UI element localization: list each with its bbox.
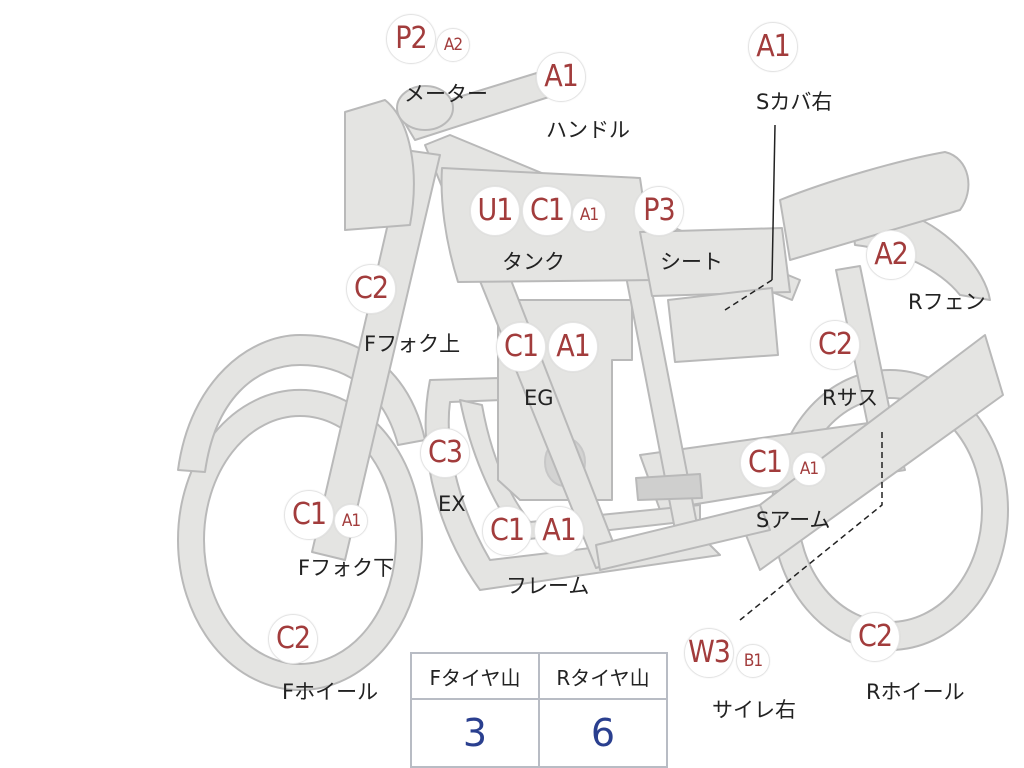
frame-lower-shape — [595, 504, 771, 571]
meter-shape — [396, 85, 454, 131]
front-tire-value: 3 — [410, 698, 540, 768]
tire-tread-table: Fタイヤ山 Rタイヤ山 3 6 — [410, 652, 668, 768]
grade-badge: A1 — [536, 52, 586, 102]
grade-badge: A2 — [436, 28, 470, 62]
footrest-shape — [635, 473, 703, 501]
grade-badge: P2 — [386, 14, 436, 64]
grade-badge: U1 — [470, 186, 520, 236]
part-label-frame: フレーム — [506, 574, 590, 598]
exhaust-pipe-2-shape — [459, 399, 701, 541]
grade-badge: C1 — [482, 506, 532, 556]
grade-badge: C1 — [284, 490, 334, 540]
grade-badge: P3 — [634, 186, 684, 236]
grade-badge: W3 — [684, 628, 734, 678]
grade-badge: C1 — [496, 322, 546, 372]
front-fork-shape — [311, 149, 441, 561]
seat-shape — [639, 227, 791, 297]
grade-badge: A1 — [534, 506, 584, 556]
rear-wheel-shape — [771, 369, 1009, 651]
part-label-front-fork-lower: Fフォク下 — [298, 556, 395, 580]
grade-badge: A1 — [748, 22, 798, 72]
grade-badge: C1 — [740, 438, 790, 488]
part-label-handle: ハンドル — [546, 118, 630, 142]
part-label-front-fork-upper: Fフォク上 — [364, 332, 461, 356]
grade-badge: C2 — [810, 320, 860, 370]
part-label-exhaust: EX — [438, 492, 466, 516]
part-label-swing-arm: Sアーム — [756, 508, 831, 532]
grade-badge: A2 — [866, 230, 916, 280]
headlight-shape — [344, 99, 415, 231]
part-label-rear-suspension: Rサス — [822, 386, 879, 410]
grade-badge: C2 — [268, 614, 318, 664]
grade-badge: C1 — [522, 186, 572, 236]
side-cover-shape — [667, 287, 779, 363]
part-label-tank: タンク — [502, 250, 565, 274]
part-label-front-wheel: Fホイール — [282, 680, 379, 704]
part-label-rear-wheel: Rホイール — [866, 680, 965, 704]
part-label-seat: シート — [660, 250, 723, 274]
grade-badge: B1 — [736, 644, 770, 678]
grade-badge: A1 — [792, 452, 826, 486]
rear-tire-header: Rタイヤ山 — [538, 652, 668, 700]
muffler-shape — [739, 334, 1004, 571]
grade-badge: C2 — [346, 264, 396, 314]
part-label-meter: メーター — [404, 82, 488, 106]
part-label-silencer-right: サイレ右 — [712, 698, 796, 722]
rear-tire-value: 6 — [538, 698, 668, 768]
grade-badge: A1 — [548, 322, 598, 372]
grade-badge: A1 — [572, 198, 606, 232]
grade-badge: C2 — [850, 612, 900, 662]
part-label-engine: EG — [524, 386, 554, 410]
grade-badge: A1 — [334, 504, 368, 538]
part-label-rear-fender: Rフェン — [908, 290, 986, 314]
part-label-side-cover-right: Sカバ右 — [756, 90, 833, 114]
grade-badge: C3 — [420, 428, 470, 478]
front-wheel-shape — [177, 389, 423, 691]
front-tire-header: Fタイヤ山 — [410, 652, 540, 700]
seat-rear-shape — [779, 151, 970, 261]
